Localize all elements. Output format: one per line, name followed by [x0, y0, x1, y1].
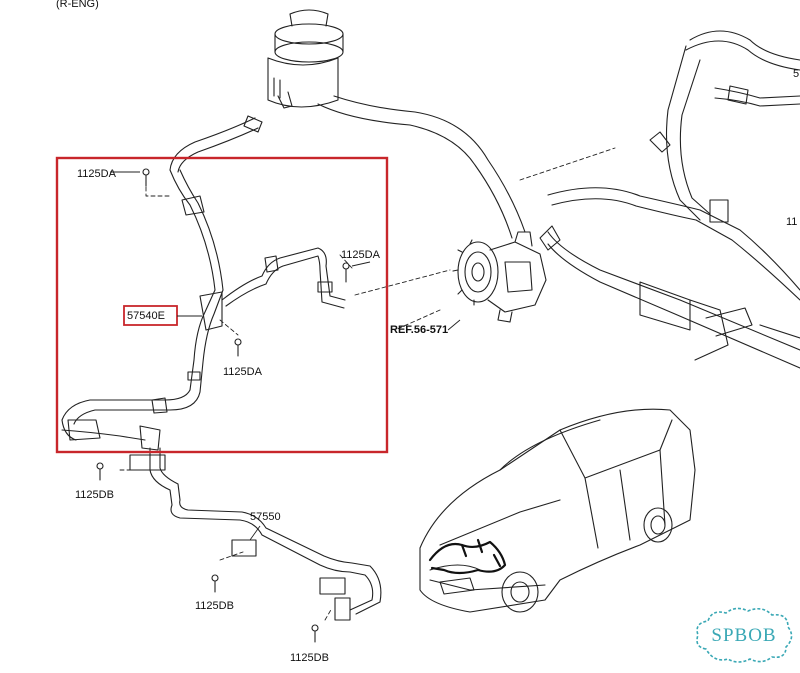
callout-57550: 57550 — [250, 511, 281, 523]
cloud-icon — [696, 607, 793, 663]
engine-label: (R-ENG) — [56, 0, 99, 10]
callout-57540e: 57540E — [127, 310, 165, 322]
callout-1125db-bottom: 1125DB — [290, 652, 329, 664]
callout-1125db-mid: 1125DB — [195, 600, 234, 612]
watermark-text: SPBOB — [711, 625, 777, 646]
callout-1125db-left: 1125DB — [75, 489, 114, 501]
highlight-box — [55, 156, 389, 454]
bolts — [96, 168, 350, 643]
upper-right-lines — [547, 30, 800, 301]
reference-label: REF.56-571 — [390, 324, 449, 336]
vehicle-illustration — [419, 408, 696, 613]
part-label-box — [123, 305, 178, 326]
cooler-pipe-assembly — [129, 447, 382, 621]
feed-hose-assembly — [61, 115, 346, 451]
callout-1125da-top: 1125DA — [77, 168, 116, 180]
reservoir-tank — [267, 9, 526, 239]
power-steering-pump — [452, 231, 547, 323]
watermark: SPBOB — [692, 605, 796, 665]
callout-1125da-right: 1125DA — [341, 249, 380, 261]
callout-cut-mid-right: 11 — [786, 216, 798, 228]
reference-lines — [119, 147, 616, 621]
callout-cut-top-right: 5 — [793, 68, 800, 80]
vehicle-highlight-harness — [428, 538, 507, 575]
callout-1125da-mid: 1125DA — [223, 366, 262, 378]
steering-gear — [539, 225, 800, 369]
